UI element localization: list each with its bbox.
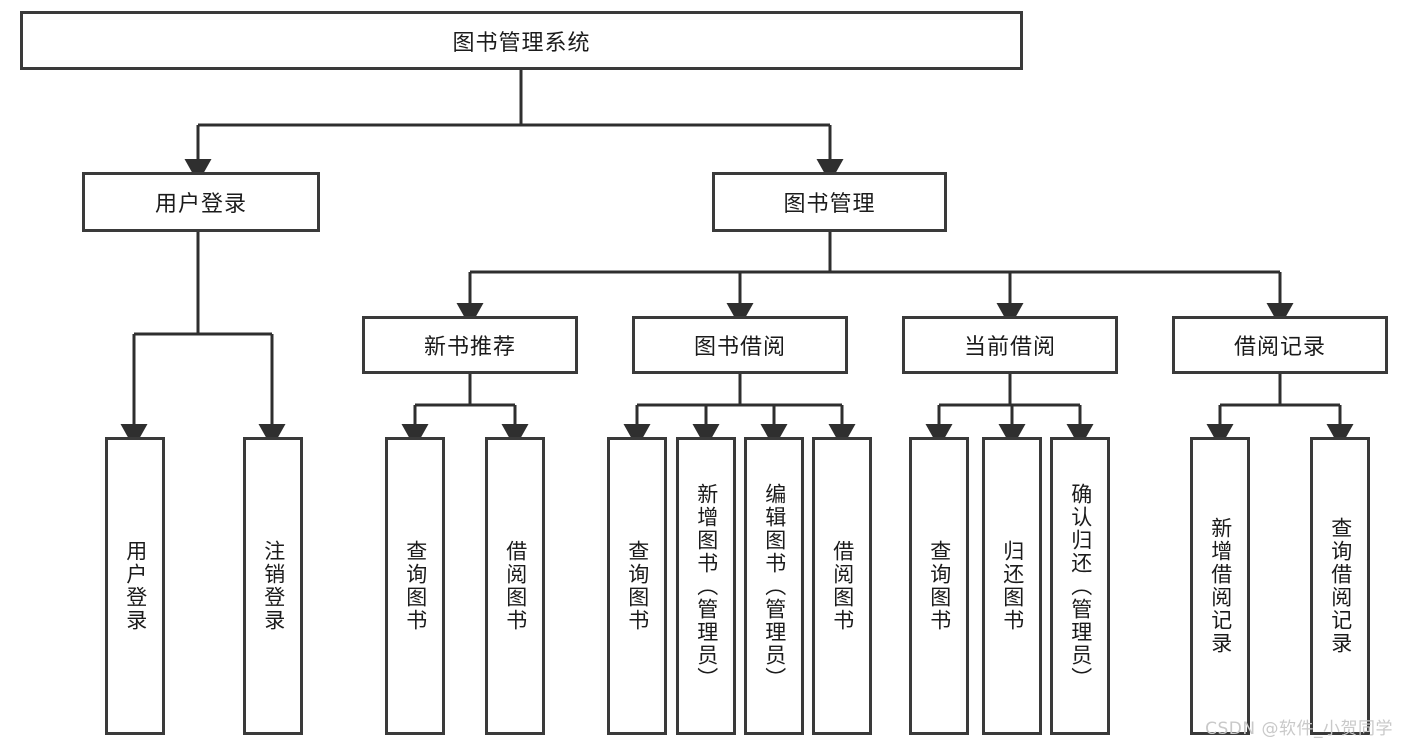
node-root[interactable]: 图书管理系统: [20, 11, 1023, 70]
leaf-query-borrow-record[interactable]: 查询借阅记录: [1310, 437, 1370, 735]
leaf-return-book[interactable]: 归还图书: [982, 437, 1042, 735]
leaf-label: 借阅图书: [830, 540, 855, 632]
leaf-label: 新增图书（管理员）: [694, 482, 719, 690]
leaf-add-book-admin[interactable]: 新增图书（管理员）: [676, 437, 736, 735]
leaf-label: 注销登录: [261, 540, 286, 632]
node-root-label: 图书管理系统: [452, 30, 591, 56]
node-book-management-label: 图书管理: [783, 192, 876, 217]
node-borrow-record-label: 借阅记录: [1233, 335, 1326, 360]
leaf-confirm-return-admin[interactable]: 确认归还（管理员）: [1050, 437, 1110, 735]
leaf-query-book-recommend[interactable]: 查询图书: [385, 437, 445, 735]
leaf-label: 查询图书: [927, 540, 952, 632]
node-book-borrow-label: 图书借阅: [693, 335, 786, 360]
node-borrow-record[interactable]: 借阅记录: [1172, 316, 1388, 374]
node-new-book-recommend[interactable]: 新书推荐: [362, 316, 578, 374]
leaf-label: 归还图书: [1000, 540, 1025, 632]
leaf-user-login[interactable]: 用户登录: [105, 437, 165, 735]
csdn-watermark: CSDN @软件_小贺同学: [1205, 719, 1393, 739]
node-book-management[interactable]: 图书管理: [712, 172, 947, 232]
leaf-label: 查询图书: [403, 540, 428, 632]
leaf-borrow-book-recommend[interactable]: 借阅图书: [485, 437, 545, 735]
leaf-query-book-borrow[interactable]: 查询图书: [607, 437, 667, 735]
leaf-label: 借阅图书: [503, 540, 528, 632]
node-current-borrow-label: 当前借阅: [963, 335, 1056, 360]
leaf-label: 查询图书: [625, 540, 650, 632]
leaf-query-book-current[interactable]: 查询图书: [909, 437, 969, 735]
leaf-user-logout[interactable]: 注销登录: [243, 437, 303, 735]
node-user-login[interactable]: 用户登录: [82, 172, 320, 232]
leaf-label: 用户登录: [123, 540, 148, 632]
node-new-book-recommend-label: 新书推荐: [423, 335, 516, 360]
leaf-label: 编辑图书（管理员）: [762, 482, 787, 690]
leaf-label: 新增借阅记录: [1208, 517, 1233, 655]
node-user-login-label: 用户登录: [154, 192, 247, 217]
leaf-label: 查询借阅记录: [1328, 517, 1353, 655]
node-book-borrow[interactable]: 图书借阅: [632, 316, 848, 374]
leaf-borrow-book[interactable]: 借阅图书: [812, 437, 872, 735]
leaf-edit-book-admin[interactable]: 编辑图书（管理员）: [744, 437, 804, 735]
node-current-borrow[interactable]: 当前借阅: [902, 316, 1118, 374]
leaf-label: 确认归还（管理员）: [1068, 482, 1093, 690]
leaf-add-borrow-record[interactable]: 新增借阅记录: [1190, 437, 1250, 735]
